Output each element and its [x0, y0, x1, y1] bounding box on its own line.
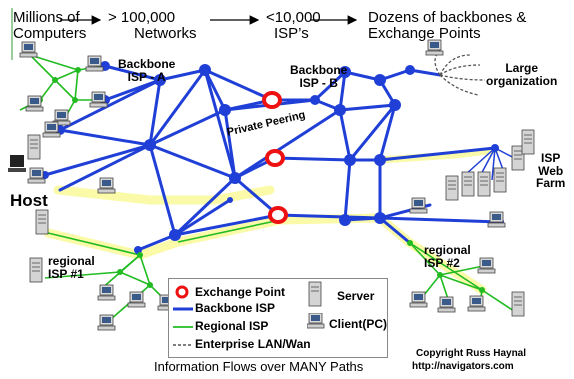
legend-client: Client(PC): [329, 317, 387, 331]
header-item-4-line2: Exchange Points: [368, 24, 481, 42]
label-regional-isp-1: regional ISP #1: [48, 254, 95, 281]
header-item-4: Dozens of backbones & Exchange Points: [368, 10, 526, 42]
label-large-organization: Large organization: [486, 61, 558, 88]
host-computer: [8, 155, 26, 172]
header-item-2-line2: Networks: [134, 24, 197, 42]
label-backbone-isp-a: Backbone ISP - A: [118, 57, 176, 84]
header-item-2-line1: > 100,000: [108, 9, 176, 26]
legend-server: Server: [337, 289, 375, 303]
legend-client-icon: [307, 313, 325, 329]
header-item-1: Millions of Computers: [13, 10, 86, 42]
header-arrows: [11, 8, 358, 60]
label-isp-web-farm: ISP Web Farm: [536, 151, 566, 191]
exchange-point-3: [268, 206, 288, 224]
exchange-point-1: [262, 91, 282, 109]
exchange-points: [262, 91, 288, 224]
header-item-3-line1: <10,000: [266, 9, 321, 26]
label-regional-isp-2: regional ISP #2: [424, 243, 471, 270]
header-item-1-line2: Computers: [13, 24, 87, 42]
legend-enterprise-swatch: [173, 344, 193, 346]
enterprise-lan-links: [434, 49, 486, 96]
legend-backbone-isp: Backbone ISP: [195, 301, 276, 315]
legend: Exchange Point Backbone ISP Regional ISP…: [168, 278, 388, 358]
legend-regional-swatch: [173, 326, 193, 328]
label-backbone-isp-b: Backbone ISP - B: [290, 63, 348, 90]
label-host: Host: [10, 191, 48, 210]
header-item-3-line2: ISP’s: [274, 24, 309, 42]
legend-exchange-icon: [175, 285, 189, 299]
legend-regional-isp: Regional ISP: [195, 319, 269, 333]
header-item-2: > 100,000 Networks: [108, 10, 197, 42]
footer-caption: Information Flows over MANY Paths: [154, 359, 364, 374]
header-item-1-line1: Millions of: [13, 9, 80, 26]
footer-copyright: Copyright Russ Haynal: [416, 348, 527, 359]
legend-server-icon: [308, 281, 322, 307]
legend-enterprise-lan: Enterprise LAN/Wan: [195, 337, 311, 351]
footer-url: http://navigators.com: [412, 361, 514, 372]
header-item-4-line1: Dozens of backbones &: [368, 9, 527, 26]
header-item-3: <10,000 ISP’s: [266, 10, 321, 42]
legend-backbone-swatch: [173, 307, 193, 311]
exchange-point-2: [265, 149, 285, 167]
legend-exchange-point: Exchange Point: [195, 285, 286, 299]
